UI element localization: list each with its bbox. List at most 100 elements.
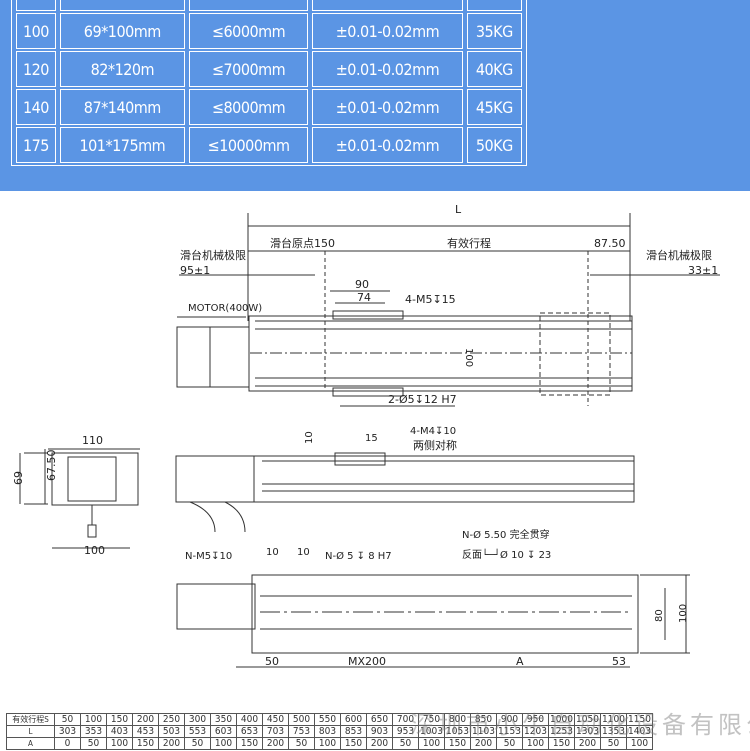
top-view: L 滑台原点150 有效行程 87.50 滑台机械极限 95±1 滑台机械极限 … (176, 203, 720, 407)
m5-label: 4-M5↧15 (405, 293, 456, 306)
stroke-cell: 753 (288, 725, 315, 738)
stroke-cell: 150 (340, 737, 367, 750)
spec-cell: ±0.01-0.02mm (312, 13, 463, 49)
dim-15: 15 (365, 433, 378, 444)
stroke-cell: 200 (158, 737, 185, 750)
spec-cell (188, 0, 309, 11)
spec-cell (59, 0, 185, 11)
dim-110: 110 (82, 434, 103, 447)
dim-L: L (455, 203, 462, 216)
stroke-cell: 500 (288, 713, 315, 726)
dim-100-end: 100 (84, 544, 105, 557)
through-label: N-Ø 5.50 完全贯穿 (462, 528, 550, 541)
spec-cell: 40KG (466, 51, 522, 87)
dim-10: 10 (304, 431, 315, 444)
stroke-cell: 550 (314, 713, 341, 726)
stroke-cell: 50 (288, 737, 315, 750)
spec-cell: 82*120m (59, 51, 185, 87)
spec-cell: ≤6000mm (188, 13, 309, 49)
dim-A: A (516, 655, 524, 668)
stroke-cell: 100 (626, 737, 653, 750)
stroke-cell: 853 (340, 725, 367, 738)
stroke-cell: 300 (184, 713, 211, 726)
stroke-cell: 200 (366, 737, 393, 750)
stroke-cell: 50 (392, 737, 419, 750)
stroke-cell: 453 (132, 725, 159, 738)
stroke-cell: 350 (210, 713, 237, 726)
spec-cell: ±0.01-0.02mm (312, 51, 463, 87)
stroke-cell: 503 (158, 725, 185, 738)
stroke-cell: 150 (236, 737, 263, 750)
stroke-cell: 50 (184, 737, 211, 750)
stroke-cell: 150 (106, 713, 133, 726)
bm5-label: N-M5↧10 (185, 551, 232, 562)
stroke-cell: 303 (54, 725, 81, 738)
dim-74: 74 (357, 291, 371, 304)
bottom-view: N-M5↧10 10 10 N-Ø 5 ↧ 8 H7 N-Ø 5.50 完全贯穿… (176, 528, 690, 668)
limit-right-val: 33±1 (688, 264, 718, 277)
dim-100b: 100 (678, 604, 689, 623)
dim-90: 90 (355, 278, 369, 291)
stroke-cell: 100 (314, 737, 341, 750)
spec-cell (312, 0, 463, 11)
limit-right: 滑台机械极限 (646, 248, 712, 262)
stroke-cell: 553 (184, 725, 211, 738)
spec-cell: ±0.01-0.02mm (312, 89, 463, 125)
stroke-cell: 703 (262, 725, 289, 738)
sym-label: 两侧对称 (413, 438, 457, 452)
stroke-label: 有效行程 (447, 236, 491, 250)
stroke-cell: 603 (210, 725, 237, 738)
stroke-cell: 653 (236, 725, 263, 738)
spec-cell: ≤10000mm (188, 127, 309, 163)
motor-label: MOTOR(400W) (188, 303, 262, 314)
dim-53: 53 (612, 655, 626, 668)
spec-cell: 69*100mm (59, 13, 185, 49)
dim-50: 50 (265, 655, 279, 668)
stroke-cell: 400 (236, 713, 263, 726)
spec-cell: ≤7000mm (188, 51, 309, 87)
dim-10b: 10 (297, 547, 310, 558)
stroke-cell: 450 (262, 713, 289, 726)
dim-100: 100 (463, 348, 474, 367)
stroke-cell: 403 (106, 725, 133, 738)
stroke-cell: 100 (210, 737, 237, 750)
spec-cell: ±0.01-0.02mm (312, 127, 463, 163)
stroke-row-header: L (6, 725, 55, 738)
spec-cell: 45KG (466, 89, 522, 125)
stroke-row-header: 有效行程S (6, 713, 55, 726)
dim-10a: 10 (266, 547, 279, 558)
spec-cell (466, 0, 522, 11)
m4-label: 4-M4↧10 (410, 426, 456, 437)
origin-label: 滑台原点150 (270, 236, 335, 250)
stroke-cell: 100 (106, 737, 133, 750)
dim-87: 87.50 (594, 237, 626, 250)
stroke-row-header: A (6, 737, 55, 750)
spec-cell: 175 (16, 127, 56, 163)
limit-left: 滑台机械极限 (180, 248, 246, 262)
watermark: 深圳市小牛自动化设备有限公司 (410, 712, 750, 739)
stroke-cell: 200 (262, 737, 289, 750)
stroke-cell: 150 (548, 737, 575, 750)
side-view: 10 15 4-M4↧10 两侧对称 (175, 426, 635, 533)
pin-label: 2-Ø5↧12 H7 (388, 393, 457, 406)
stroke-cell: 353 (80, 725, 107, 738)
spec-cell: 120 (16, 51, 56, 87)
spec-cell (16, 0, 56, 11)
counter-label: 反面└─┘Ø 10 ↧ 23 (462, 548, 551, 561)
technical-drawing: L 滑台原点150 有效行程 87.50 滑台机械极限 95±1 滑台机械极限 … (12, 203, 720, 668)
bpin-label: N-Ø 5 ↧ 8 H7 (325, 550, 392, 562)
spec-cell: 35KG (466, 13, 522, 49)
spec-cell: 100 (16, 13, 56, 49)
stroke-cell: 250 (158, 713, 185, 726)
dim-69: 69 (12, 471, 25, 485)
stroke-cell: 200 (132, 713, 159, 726)
mx-label: MX200 (348, 655, 386, 668)
stroke-cell: 50 (600, 737, 627, 750)
